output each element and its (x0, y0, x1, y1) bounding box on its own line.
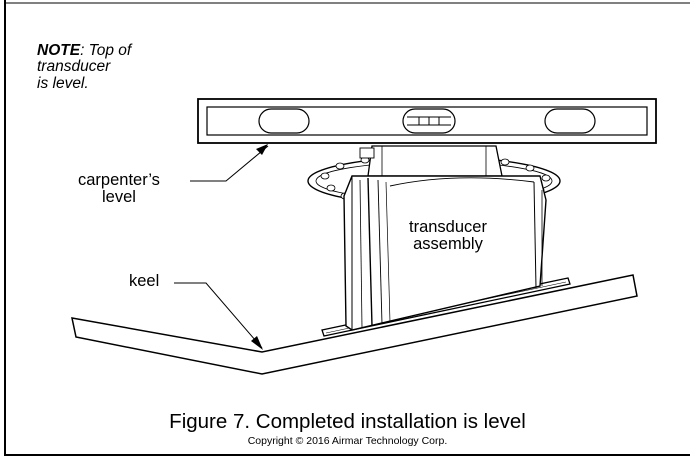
installation-note: NOTE: Top of transducer is level. (37, 42, 132, 92)
figure-frame (4, 0, 690, 456)
keel (71, 274, 638, 375)
keel-arrowhead (251, 336, 263, 350)
keel-leader (174, 282, 263, 349)
note-line-2: transducer (37, 58, 111, 76)
level-label-line-2: level (102, 188, 136, 207)
top-cap (367, 145, 503, 177)
transducer-label-line-2: assembly (413, 235, 483, 254)
transducer-label: transducer assembly (409, 218, 487, 254)
copyright-notice: Copyright © 2016 Airmar Technology Corp. (247, 435, 448, 447)
figure-caption: Figure 7. Completed installation is leve… (169, 410, 526, 433)
level-arrowhead (256, 144, 268, 155)
level-leader (190, 145, 269, 182)
level-vials (258, 108, 596, 134)
note-line-3: is level. (37, 74, 89, 92)
level-label-line-1: carpenter’s (78, 171, 160, 189)
transducer-body (343, 175, 547, 331)
transducer-assembly (307, 145, 571, 337)
note-heading: NOTE (37, 42, 81, 59)
transducer-label-line-1: transducer (409, 218, 487, 236)
keel-label: keel (129, 272, 160, 290)
carpenters-level (197, 98, 657, 144)
note-line-1: : Top of (80, 42, 132, 59)
level-label: carpenter’s level (78, 171, 160, 207)
